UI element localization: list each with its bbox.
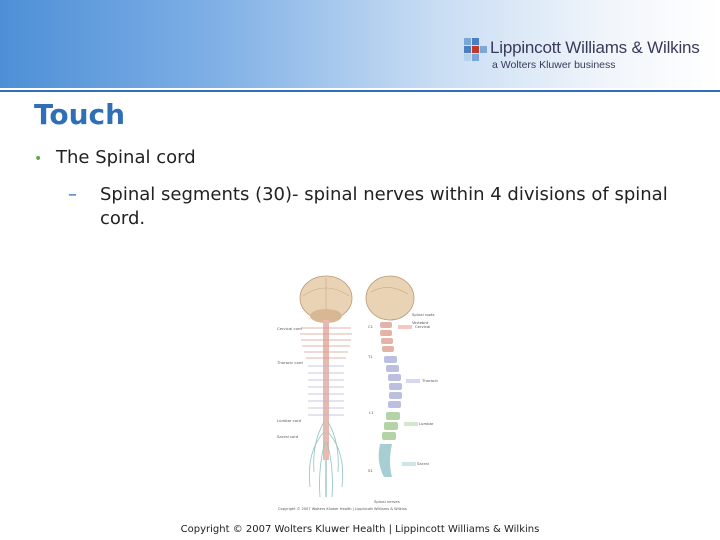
figure-credit: Copyright © 2007 Wolters Kluwer Health |… [278,507,407,511]
publisher-logo: Lippincott Williams & Wilkins a Wolters … [464,36,714,76]
label-cervical-cord: Cervical cord [277,326,302,331]
mark-t1: T1 [367,354,373,359]
label-cervical: Cervical [415,324,430,329]
logo-name: Lippincott Williams & Wilkins [490,38,700,57]
header-band [0,0,720,88]
label-lumbar-cord: Lumbar cord [277,418,302,423]
label-lumbar: Lumbar [419,421,434,426]
subbullet-text: Spinal segments (30)- spinal nerves with… [100,184,668,229]
footer-copyright: Copyright © 2007 Wolters Kluwer Health |… [180,524,540,535]
mark-l1: L1 [369,410,374,415]
header-rule [0,90,720,92]
spinal-cord-figure: Cervical cord Thoracic cord Lumbar cord … [276,272,458,512]
mark-s1: S1 [368,468,373,473]
lateral-view [365,275,420,477]
subbullet-dash-icon: – [68,184,77,205]
label-vertebra: Vertebra [412,320,428,325]
label-sacral-cord: Sacral cord [277,434,299,439]
mark-c1: C1 [368,324,374,329]
bullet-item: • The Spinal cord [34,147,674,168]
label-spinal-nerves: Spinal nerves [374,499,400,504]
label-spinal-roots: Spinal roots [412,312,434,317]
label-thoracic-cord: Thoracic cord [276,360,303,365]
label-thoracic: Thoracic [421,378,438,383]
posterior-view [299,275,353,498]
label-sacral: Sacral [417,461,429,466]
spinal-cord-illustration: Cervical cord Thoracic cord Lumbar cord … [276,275,438,511]
bullet-dot-icon: • [34,151,43,167]
bullet-text: The Spinal cord [56,147,196,168]
slide-title: Touch [34,98,126,131]
logo-mark-icon [464,38,487,61]
logo-tagline: a Wolters Kluwer business [492,59,616,71]
